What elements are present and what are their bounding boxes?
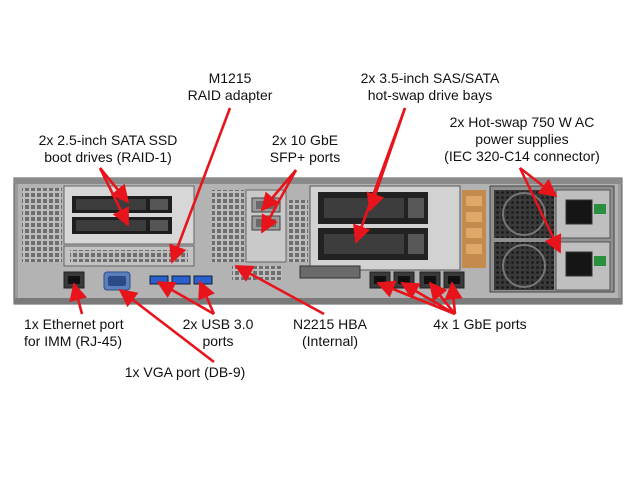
callout-line: power supplies xyxy=(475,131,569,147)
sas-drive-bays xyxy=(309,185,486,271)
arrow-psu-2 xyxy=(518,167,562,254)
callout-line: SFP+ ports xyxy=(269,149,341,165)
power-supplies xyxy=(489,185,615,293)
hba-vent xyxy=(288,200,308,262)
arrow-usb-2 xyxy=(198,280,216,315)
callout-line: (Internal) xyxy=(301,333,359,349)
middle-vent xyxy=(212,190,244,262)
arrow-vga xyxy=(118,288,215,364)
callout-ethernet-imm: 1x Ethernet port for IMM (RJ-45) xyxy=(24,316,124,350)
callout-line: boot drives (RAID-1) xyxy=(44,149,172,165)
arrow-sfp-2 xyxy=(260,169,298,234)
raid-adapter-slot xyxy=(63,245,195,267)
callout-ssd-boot: 2x 2.5-inch SATA SSD boot drives (RAID-1… xyxy=(18,132,198,166)
callout-usb-ports: 2x USB 3.0 ports xyxy=(168,316,268,350)
callout-arrows xyxy=(69,107,562,364)
callout-hba: N2215 HBA (Internal) xyxy=(280,316,380,350)
arrow-sfp-1 xyxy=(260,169,297,212)
callout-line: hot-swap drive bays xyxy=(367,87,493,103)
arrow-psu-1 xyxy=(519,166,558,198)
callout-line: 2x USB 3.0 xyxy=(182,316,254,332)
callout-sas-bays: 2x 3.5-inch SAS/SATA hot-swap drive bays xyxy=(340,70,520,104)
callout-vga-port: 1x VGA port (DB-9) xyxy=(100,364,270,381)
callout-line: ports xyxy=(202,333,234,349)
arrow-gbe-2 xyxy=(400,281,456,316)
arrow-ethernet xyxy=(69,282,88,315)
callout-line: N2215 HBA xyxy=(293,316,367,332)
callout-line: 2x 10 GbE xyxy=(271,132,339,148)
callout-gbe-ports: 4x 1 GbE ports xyxy=(410,316,550,333)
ssd-boot-drive-cage xyxy=(63,185,195,245)
callout-line: 1x Ethernet port xyxy=(24,316,124,332)
callout-line: 4x 1 GbE ports xyxy=(433,316,527,332)
callout-line: 2x Hot-swap 750 W AC xyxy=(449,114,595,130)
callout-line: M1215 xyxy=(208,70,252,86)
arrow-hba xyxy=(234,264,325,316)
callout-line: 2x 2.5-inch SATA SSD xyxy=(38,132,178,148)
left-vent xyxy=(22,188,62,262)
callout-line: 2x 3.5-inch SAS/SATA xyxy=(360,70,500,86)
callout-raid-adapter: M1215 RAID adapter xyxy=(180,70,280,104)
arrow-ssd-1 xyxy=(98,167,130,204)
arrow-gbe-4 xyxy=(444,281,463,315)
arrow-sas-bay-2 xyxy=(353,107,407,244)
arrow-usb-1 xyxy=(156,280,215,316)
vga-port xyxy=(103,271,131,291)
callout-sfp-ports: 2x 10 GbE SFP+ ports xyxy=(250,132,360,166)
arrow-gbe-3 xyxy=(428,281,457,315)
arrow-raid-adapter xyxy=(169,107,232,264)
arrow-ssd-2 xyxy=(98,167,130,227)
callout-line: 1x VGA port (DB-9) xyxy=(124,364,246,380)
callout-power-supplies: 2x Hot-swap 750 W AC power supplies (IEC… xyxy=(424,114,620,165)
callout-line: RAID adapter xyxy=(187,87,273,103)
callout-line: (IEC 320-C14 connector) xyxy=(444,148,600,164)
callout-line: for IMM (RJ-45) xyxy=(24,333,122,349)
